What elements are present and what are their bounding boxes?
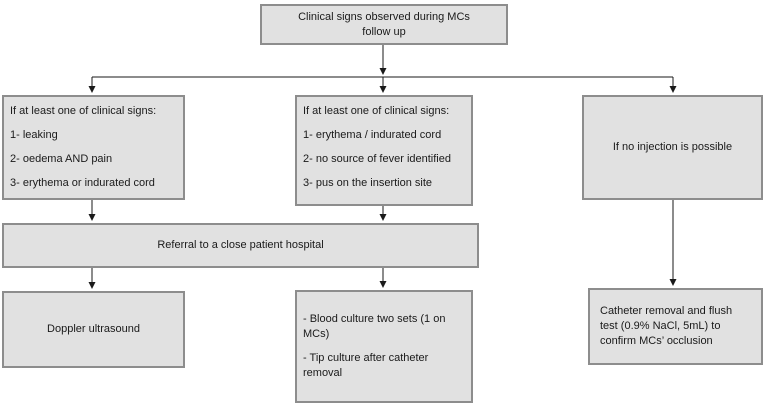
central-condition-title: If at least one of clinical signs: xyxy=(303,105,450,117)
node-central-condition: If at least one of clinical signs: 1- er… xyxy=(295,95,473,206)
catheter-removal-text: Catheter removal and flush test (0.9% Na… xyxy=(600,305,733,347)
node-cultures: - Blood culture two sets (1 on MCs) - Ti… xyxy=(295,290,473,403)
central-condition-item-1: 1- erythema / indurated cord xyxy=(303,129,442,141)
node-referral: Referral to a close patient hospital xyxy=(2,223,479,268)
node-clinical-signs-root-line1: Clinical signs observed during MCs xyxy=(298,10,470,23)
node-catheter-removal: Catheter removal and flush test (0.9% Na… xyxy=(588,288,763,365)
node-no-injection: If no injection is possible xyxy=(582,95,763,200)
left-condition-item-2: 2- oedema AND pain xyxy=(10,153,113,165)
node-doppler-ultrasound: Doppler ultrasound xyxy=(2,291,185,368)
referral-text: Referral to a close patient hospital xyxy=(157,239,324,251)
left-condition-item-3: 3- erythema or indurated cord xyxy=(10,177,155,189)
node-left-condition: If at least one of clinical signs: 1- le… xyxy=(2,95,185,200)
cultures-item-2: - Tip culture after catheter removal xyxy=(303,352,429,379)
no-injection-text: If no injection is possible xyxy=(612,141,733,153)
cultures-item-1: - Blood culture two sets (1 on MCs) xyxy=(303,313,446,340)
node-clinical-signs-root-line2: follow up xyxy=(362,25,406,38)
central-condition-item-3: 3- pus on the insertion site xyxy=(303,177,433,189)
node-clinical-signs-root: Clinical signs observed during MCs follo… xyxy=(260,4,508,45)
central-condition-item-2: 2- no source of fever identified xyxy=(303,153,451,165)
left-condition-title: If at least one of clinical signs: xyxy=(10,105,157,117)
left-condition-item-1: 1- leaking xyxy=(10,129,58,141)
doppler-text: Doppler ultrasound xyxy=(47,323,140,335)
